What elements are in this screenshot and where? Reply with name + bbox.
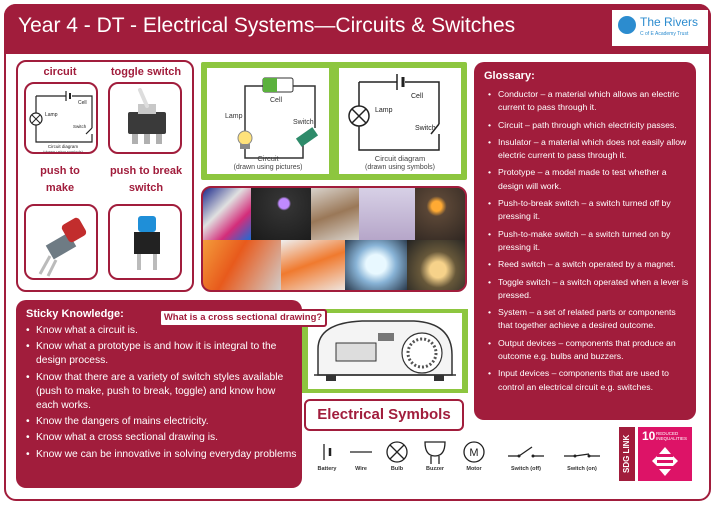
battery-symbol-icon [323,444,332,460]
symbol-circuit-icon: Cell Lamp Switch [348,74,440,151]
mini-lamp-label: Lamp [45,112,58,118]
glossary-list: Conductor – a material which allows an e… [480,84,692,394]
push-to-break-tile [108,204,182,280]
glossary-item: Toggle switch – a switch operated when a… [480,276,692,303]
wire-symbol-icon [350,451,372,453]
photo-glowing-lantern [345,240,407,290]
mini-cell-label: Cell [78,100,87,106]
photo-orange-card [203,240,281,290]
sticky-item: Know what a circuit is. [22,324,298,338]
page-title: Year 4 - DT - Electrical Systems—Circuit… [18,14,516,37]
symbol-lamp-label: Lamp [375,107,393,114]
sticky-item: Know the dangers of mains electricity. [22,415,298,429]
sticky-item: Know what a cross sectional drawing is. [22,431,298,445]
glossary-title: Glossary: [484,70,535,82]
switch-on-symbol-icon [564,453,600,458]
push-to-break-photo-icon [134,216,160,270]
sdg-goal-tile: 10 REDUCED INEQUALITIES [638,427,692,481]
mini-switch-label: Switch [73,124,87,129]
glossary-item: System – a set of related parts or compo… [480,306,692,333]
glossary-item: Push-to-make switch – a switch turned on… [480,228,692,255]
circuit-label: circuit [43,66,77,78]
logo-icon [618,16,636,34]
glossary-item: Prototype – a model made to test whether… [480,166,692,193]
pictorial-caption-sub: (drawn using pictures) [233,164,303,171]
sticky-item: Know what a prototype is and how it is i… [22,340,298,368]
cross-section-device-icon [308,313,462,389]
photo-colored-sticks [203,188,251,240]
battery-symbol-label: Battery [317,466,337,472]
switch-off-symbol-label: Switch (off) [511,466,541,472]
logo-subtitle: C of E Academy Trust [640,31,689,37]
push-to-make-photo-icon [38,217,87,277]
motor-symbol-icon: M [463,441,485,463]
push-to-make-label: push to make [40,165,80,194]
page-frame [4,4,711,501]
mini-circuit-diagram-icon: Cell Lamp Switch Circuit diagram (drawn … [29,91,93,154]
glossary-item: Reed switch – a switch operated by a mag… [480,258,692,272]
cross-section-question: What is a cross sectional drawing? [159,309,327,327]
sticky-knowledge-title: Sticky Knowledge: [26,308,124,320]
wire-symbol-label: Wire [355,466,367,472]
mini-caption: Circuit diagram [48,144,79,149]
circuit-diagrams-panel: Cell Lamp Switch Circuit (drawn using pi… [201,62,467,180]
buzzer-symbol-icon [424,441,446,464]
photo-book-light [359,188,415,240]
school-logo: The Rivers C of E Academy Trust [612,10,708,46]
motor-symbol-label: Motor [466,466,482,472]
sticky-item: Know we can be innovative in solving eve… [22,448,298,462]
buzzer-symbol-label: Buzzer [425,466,445,472]
sticky-item: Know that there are a variety of switch … [22,371,298,414]
project-photo-collage [201,186,467,292]
toggle-switch-photo-icon [128,88,166,144]
reduced-inequalities-icon [652,447,678,476]
mini-caption-sub: (drawn using symbols) [43,149,84,154]
circuit-tile: Cell Lamp Switch Circuit diagram (drawn … [24,82,98,154]
motor-letter: M [469,447,478,459]
cross-section-drawing [302,309,468,393]
photo-jar-lights [407,240,465,290]
glossary-item: Push-to-break switch – a switch turned o… [480,197,692,224]
photo-orange-model [281,240,345,290]
symbol-circuit-panel: Cell Lamp Switch Circuit diagram (drawn … [339,68,461,174]
symbol-cell-label: Cell [411,93,424,100]
logo-name: The Rivers [640,15,699,29]
bulb-symbol-label: Bulb [390,466,404,472]
glossary-item: Input devices – components that are used… [480,367,692,394]
photo-wand [311,188,359,240]
pictorial-switch-label: Switch [293,119,314,126]
glossary-panel: Glossary: Conductor – a material which a… [474,62,696,420]
pictorial-cell-label: Cell [270,97,283,104]
electrical-symbols-title: Electrical Symbols [304,399,464,431]
pictorial-lamp-label: Lamp [225,113,243,120]
sdg-link-label: SDG LINK [619,427,635,481]
glossary-item: Output devices – components that produce… [480,337,692,364]
glossary-item: Conductor – a material which allows an e… [480,88,692,115]
switch-on-symbol-label: Switch (on) [567,466,597,472]
toggle-switch-tile [108,82,182,154]
sdg-goal-number: 10 [642,429,656,443]
pictorial-circuit-icon: Cell Lamp Switch [225,77,319,159]
sticky-knowledge-list: Know what a circuit is. Know what a prot… [22,322,298,462]
pictorial-caption: Circuit [257,154,279,163]
photo-led-lamp [251,188,311,240]
pictorial-circuit-panel: Cell Lamp Switch Circuit (drawn using pi… [207,68,329,174]
toggle-switch-label: toggle switch [110,66,182,78]
switch-off-symbol-icon [508,446,544,458]
header-bar [4,4,711,54]
push-to-break-label: push to break switch [109,165,183,194]
glossary-item: Insulator – a material which does not ea… [480,136,692,163]
sticky-knowledge-panel: Sticky Knowledge: Know what a circuit is… [16,300,302,488]
symbol-caption-sub: (drawn using symbols) [364,164,436,171]
photo-torch [415,188,465,240]
push-to-make-tile [24,204,98,280]
bulb-symbol-icon [386,441,408,463]
symbol-caption: Circuit diagram [374,154,426,163]
glossary-item: Circuit – path through which electricity… [480,119,692,133]
symbol-switch-label: Switch [415,125,436,132]
sdg-goal-text: REDUCED INEQUALITIES [656,431,688,441]
